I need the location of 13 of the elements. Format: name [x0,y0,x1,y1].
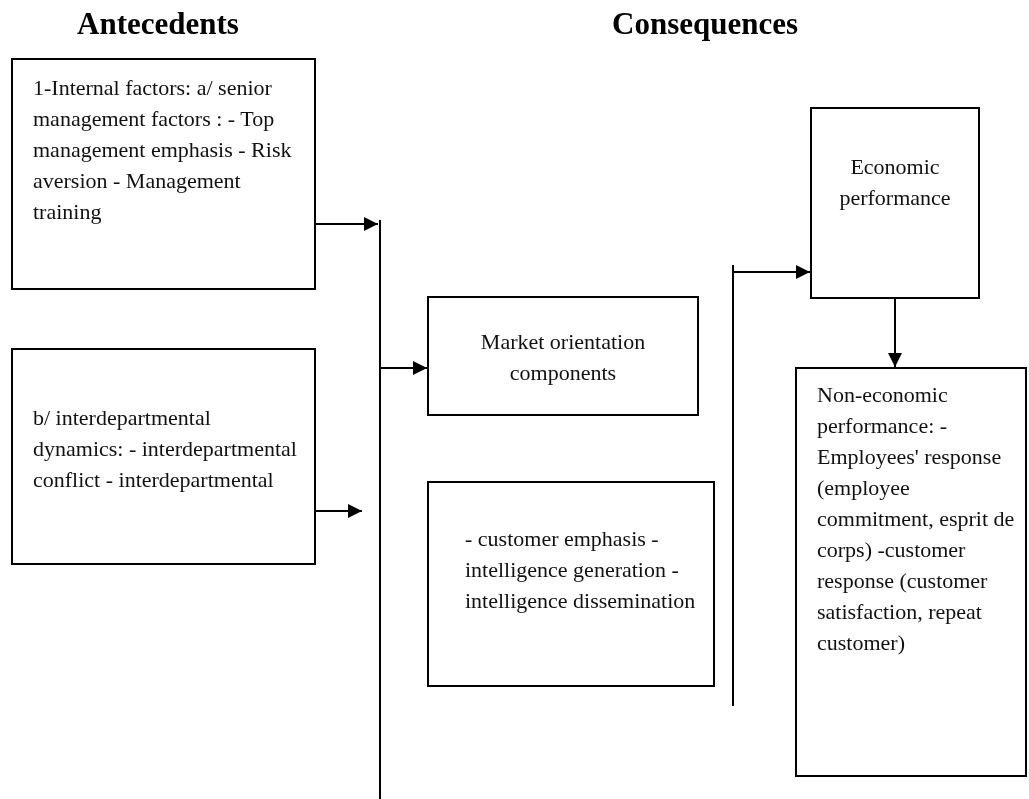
column-heading: Consequences [612,6,798,42]
arrow [888,298,902,368]
arrow [315,217,379,231]
box-text: - customer emphasis - intelligence generation - intelligence dissemination [465,525,697,615]
box-text: Market orientation components [479,328,647,387]
box-text: b/ interdepartmental dynamics: - interdepartmental conflict - interdepartmental [33,404,298,494]
arrow [315,504,363,518]
box-text: Non-economic performance: -Employees' response (employee commitment, esprit de corps) -customer response (customer satisfaction, repeat customer) [817,381,1016,657]
box-text: Economic performance [838,153,952,212]
box-text: 1-Internal factors: a/ senior management factors : - Top management emphasis - Risk aversion - Management training [33,74,293,226]
arrow [733,265,811,279]
arrow [380,361,428,375]
column-heading: Antecedents [77,6,239,42]
